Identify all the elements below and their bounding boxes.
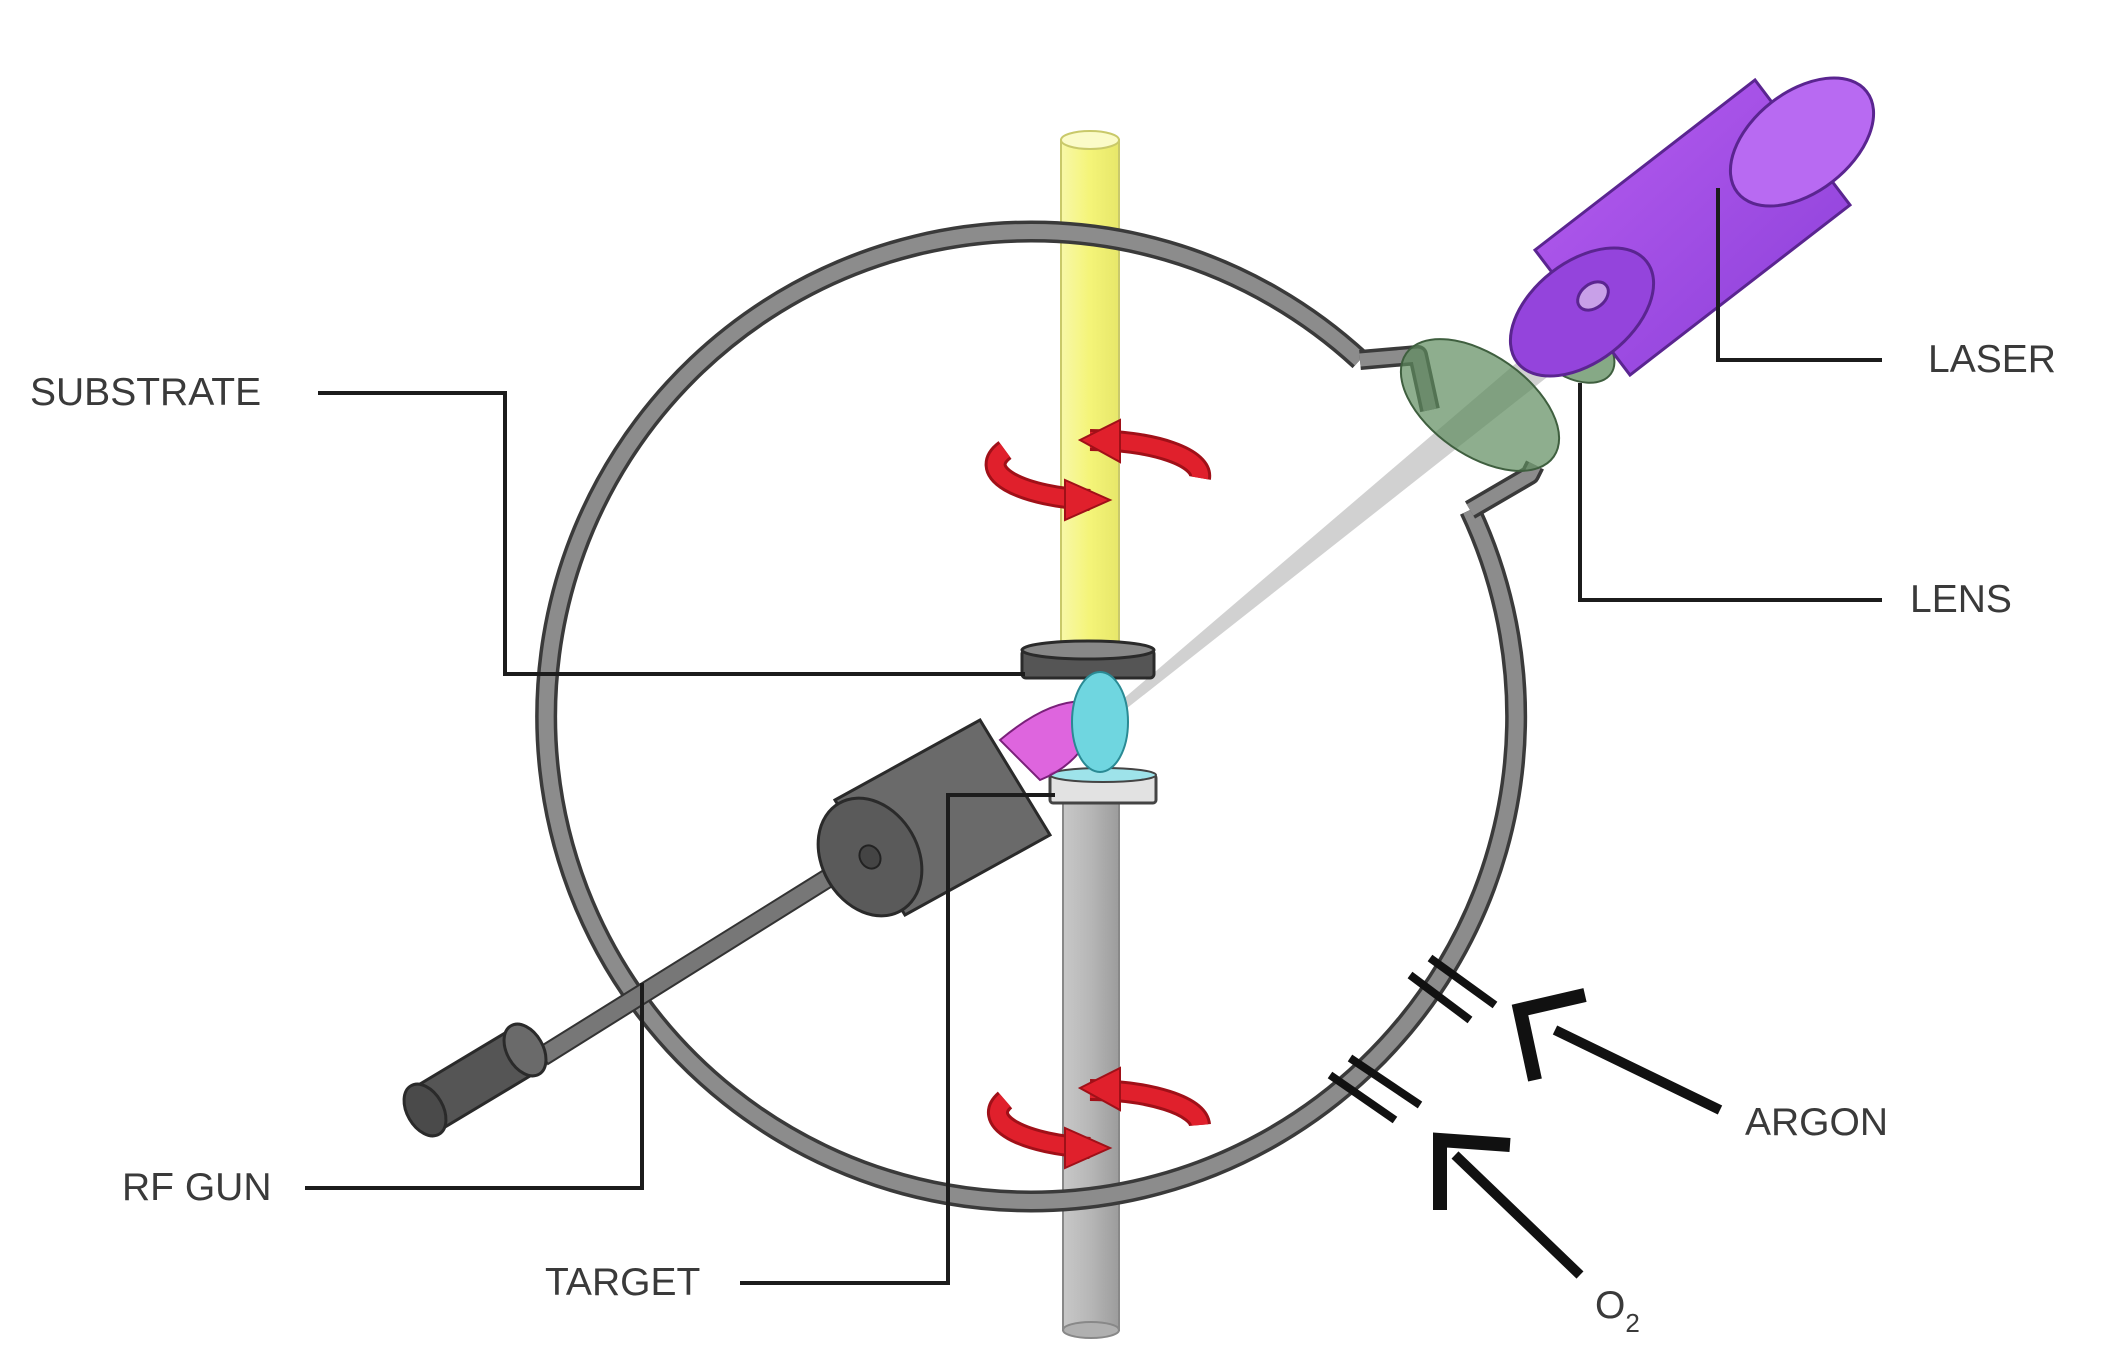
plasma-plume: [998, 671, 1129, 782]
laser-source: [1508, 76, 1876, 378]
rotation-arrow-icon: [984, 418, 1212, 522]
o2-inlet-port: [1327, 1054, 1423, 1124]
laser-label: LASER: [1928, 338, 2056, 381]
rf-gun-label: RF GUN: [122, 1166, 272, 1209]
substrate-label: SUBSTRATE: [30, 371, 261, 414]
lens-label: LENS: [1910, 578, 2012, 621]
argon-inlet-port: [1407, 954, 1498, 1024]
o2-label-subscript: 2: [1625, 1308, 1639, 1338]
laser-leader-line: [1716, 188, 1882, 362]
target-label: TARGET: [545, 1261, 700, 1304]
lens-leader-line: [1578, 383, 1882, 602]
o2-label-base: O: [1595, 1284, 1625, 1327]
rf-gun: [402, 717, 1053, 1138]
substrate-leader-line: [318, 391, 1025, 676]
rotation-arrow-icon: [986, 1066, 1211, 1170]
substrate-rod: [1060, 130, 1120, 651]
gas-inlet-arrow-icon: [1511, 988, 1723, 1115]
o2-label: O2: [1595, 1284, 1640, 1338]
target-holder: [1048, 767, 1158, 805]
argon-label: ARGON: [1745, 1101, 1888, 1144]
target-rod: [1062, 799, 1120, 1339]
target-leader-line: [740, 793, 1055, 1285]
substrate-holder: [1020, 639, 1156, 680]
gas-inlet-arrow-icon: [1433, 1132, 1584, 1279]
rf-gun-leader-line: [305, 983, 644, 1190]
